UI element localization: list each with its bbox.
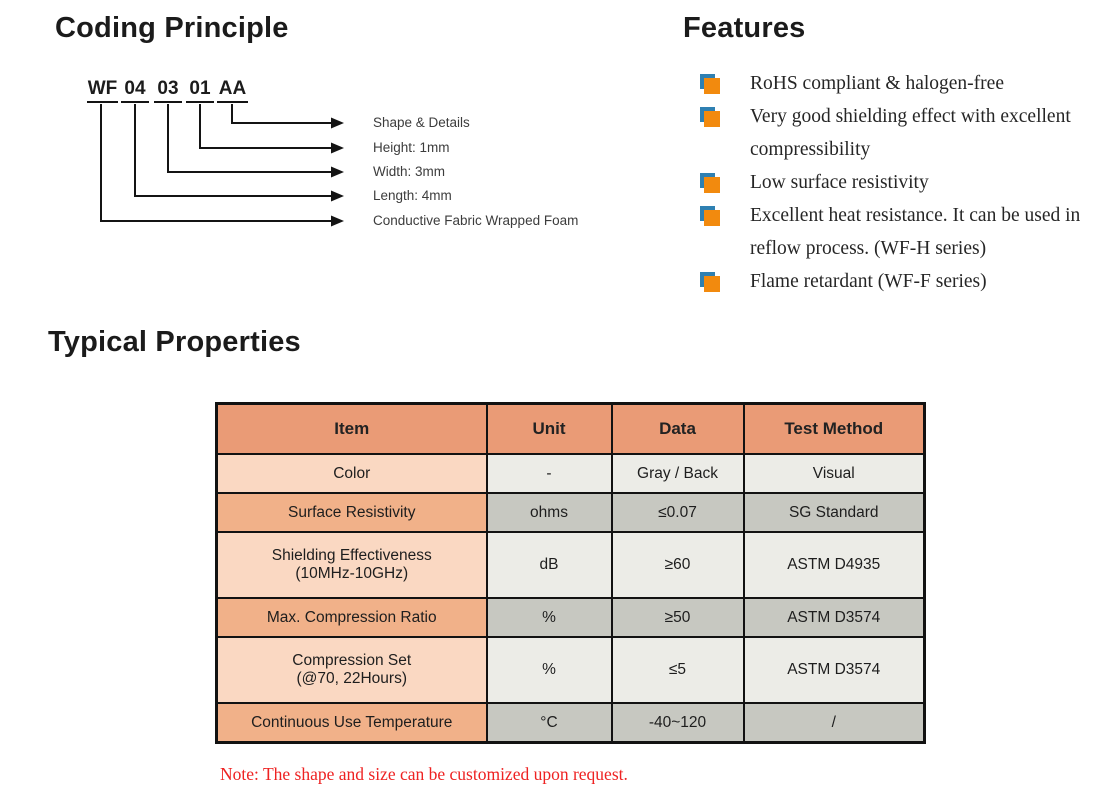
features-title: Features [683,12,806,44]
feature-item: Low surface resistivity [700,166,1095,199]
cell-test-method: ASTM D3574 [742,636,926,704]
diagram-label-shape: Shape & Details [373,115,470,130]
cell-test-method: ASTM D3574 [742,597,926,638]
square-bullet-icon [700,173,720,193]
diagram-label-width: Width: 3mm [373,164,446,179]
cell-test-method: ASTM D4935 [742,531,926,599]
feature-text: RoHS compliant & halogen-free [750,73,1004,94]
table-row-compression-set: Compression Set (@70, 22Hours) % ≤5 ASTM… [215,636,926,704]
cell-test-method: Visual [742,453,926,494]
cell-item: Max. Compression Ratio [215,597,488,638]
cell-test-method: SG Standard [742,492,926,533]
cell-data: -40~120 [610,702,745,744]
cell-data: ≤0.07 [610,492,745,533]
table-row-max-compression-ratio: Max. Compression Ratio % ≥50 ASTM D3574 [215,597,926,638]
cell-data: ≤5 [610,636,745,704]
column-header-unit: Unit [485,402,613,455]
cell-unit: % [485,597,613,638]
square-bullet-icon [700,107,720,127]
feature-text: Very good shielding effect with excellen… [750,106,1071,160]
cell-unit: - [485,453,613,494]
cell-unit: °C [485,702,613,744]
feature-item: RoHS compliant & halogen-free [700,67,1095,100]
table-header-row: Item Unit Data Test Method [215,402,926,455]
feature-text: Low surface resistivity [750,172,929,193]
cell-test-method: / [742,702,926,744]
cell-item: Shielding Effectiveness (10MHz-10GHz) [215,531,488,599]
column-header-data: Data [610,402,745,455]
customization-note: Note: The shape and size can be customiz… [220,764,628,784]
feature-item: Excellent heat resistance. It can be use… [700,199,1095,265]
table-row-surface-resistivity: Surface Resistivity ohms ≤0.07 SG Standa… [215,492,926,533]
properties-table: Item Unit Data Test Method Color - Gray … [215,402,926,744]
coding-diagram: WF 04 03 01 AA Shape & Details Height: 1… [55,70,705,250]
cell-item: Color [215,453,488,494]
square-bullet-icon [700,206,720,226]
feature-item: Flame retardant (WF-F series) [700,265,1095,298]
table-row-color: Color - Gray / Back Visual [215,453,926,494]
cell-unit: % [485,636,613,704]
code-segment-width: 03 [154,78,182,103]
diagram-label-height: Height: 1mm [373,140,450,155]
table-row-continuous-use-temperature: Continuous Use Temperature °C -40~120 / [215,702,926,744]
code-segment-height: 01 [186,78,214,103]
feature-text: Flame retardant (WF-F series) [750,271,987,292]
table-row-shielding-effectiveness: Shielding Effectiveness (10MHz-10GHz) dB… [215,531,926,599]
typical-properties-title: Typical Properties [48,326,301,358]
coding-principle-title: Coding Principle [55,12,289,44]
square-bullet-icon [700,272,720,292]
feature-text: Excellent heat resistance. It can be use… [750,205,1081,259]
square-bullet-icon [700,74,720,94]
cell-unit: ohms [485,492,613,533]
feature-item: Very good shielding effect with excellen… [700,100,1095,166]
cell-data: ≥60 [610,531,745,599]
cell-data: Gray / Back [610,453,745,494]
diagram-label-material: Conductive Fabric Wrapped Foam [373,213,579,228]
cell-item: Compression Set (@70, 22Hours) [215,636,488,704]
code-segment-series: WF [87,78,118,103]
cell-unit: dB [485,531,613,599]
code-segment-length: 04 [121,78,149,103]
cell-item: Continuous Use Temperature [215,702,488,744]
features-list: RoHS compliant & halogen-free Very good … [700,67,1095,298]
code-segment-shape: AA [217,78,248,103]
column-header-test-method: Test Method [742,402,926,455]
diagram-label-length: Length: 4mm [373,188,452,203]
cell-item: Surface Resistivity [215,492,488,533]
cell-data: ≥50 [610,597,745,638]
column-header-item: Item [215,402,488,455]
